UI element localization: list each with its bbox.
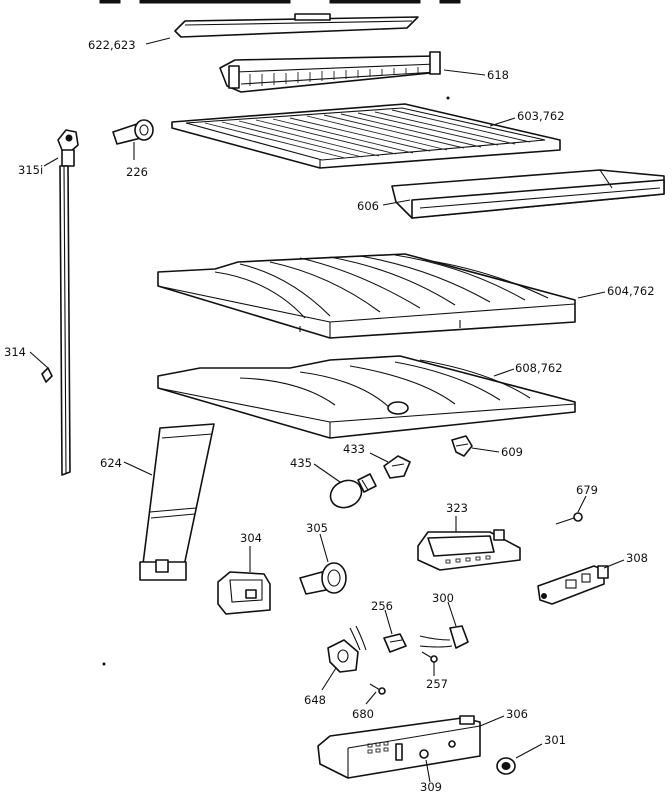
label-618: 618 (487, 68, 509, 82)
label-608: 608,762 (515, 361, 563, 375)
part-301-knob (496, 757, 516, 775)
part-323-housing (417, 529, 521, 571)
part-618-rail (219, 51, 441, 93)
part-304-switch (217, 571, 271, 615)
leader-606 (382, 199, 411, 206)
part-305-knob (299, 562, 347, 595)
label-603: 603,762 (517, 109, 565, 123)
part-608-crisper-cover (157, 355, 576, 439)
label-300: 300 (432, 591, 454, 605)
leader-609 (471, 447, 500, 453)
leader-603 (489, 117, 516, 127)
part-622-cover (174, 13, 419, 38)
part-433-socket (383, 455, 411, 479)
part-624-shield (139, 423, 215, 581)
part-435-bulb (329, 473, 377, 509)
label-257: 257 (426, 677, 448, 691)
label-315: 315i (18, 163, 43, 177)
label-306: 306 (506, 707, 528, 721)
leader-624 (123, 461, 153, 476)
label-606: 606 (357, 199, 379, 213)
part-680-screw (369, 683, 386, 695)
leader-300 (447, 601, 457, 627)
part-314-rod (41, 165, 71, 476)
part-609-clip (451, 435, 473, 457)
leader-622 (145, 37, 171, 45)
leader-314 (29, 351, 49, 369)
part-604-shelf (157, 253, 576, 339)
part-226-pin (112, 119, 154, 145)
label-305: 305 (306, 521, 328, 535)
leader-608 (493, 368, 515, 377)
leader-435 (313, 463, 341, 483)
label-435: 435 (290, 456, 312, 470)
label-648: 648 (304, 693, 326, 707)
label-314: 314 (4, 345, 26, 359)
leader-256 (384, 609, 393, 635)
label-308: 308 (626, 551, 648, 565)
label-624: 624 (100, 456, 122, 470)
leader-301 (515, 743, 543, 759)
leader-309 (425, 759, 431, 783)
label-256: 256 (371, 599, 393, 613)
part-315-hinge (57, 129, 79, 167)
leader-306 (479, 715, 505, 727)
leader-305 (319, 533, 329, 563)
part-679-screw (555, 512, 583, 525)
label-304: 304 (240, 531, 262, 545)
leader-679 (577, 495, 587, 513)
part-257-screw (421, 651, 438, 663)
label-680: 680 (352, 707, 374, 721)
part-648-motor (327, 625, 367, 673)
leader-315 (43, 157, 59, 167)
label-323: 323 (446, 501, 468, 515)
label-301: 301 (544, 733, 566, 747)
leader-604 (577, 291, 606, 299)
leader-308 (603, 559, 625, 569)
label-622: 622,623 (88, 38, 136, 52)
leader-618 (443, 69, 486, 76)
part-603-shelf (171, 103, 561, 169)
leader-433 (369, 452, 389, 463)
leader-680 (365, 691, 377, 705)
stray-dot (446, 96, 450, 100)
label-309: 309 (420, 780, 442, 793)
leader-648 (321, 667, 337, 691)
part-308-bracket (537, 565, 609, 605)
label-679: 679 (576, 483, 598, 497)
part-256-connector (383, 633, 407, 653)
part-306-control-housing (317, 715, 481, 779)
label-433: 433 (343, 442, 365, 456)
part-300-sensor (419, 625, 469, 649)
label-609: 609 (501, 445, 523, 459)
stray-dot (102, 662, 106, 666)
label-604: 604,762 (607, 284, 655, 298)
part-606-bin-front (391, 169, 665, 219)
top-edge-fragments (99, 0, 461, 4)
label-226: 226 (126, 165, 148, 179)
